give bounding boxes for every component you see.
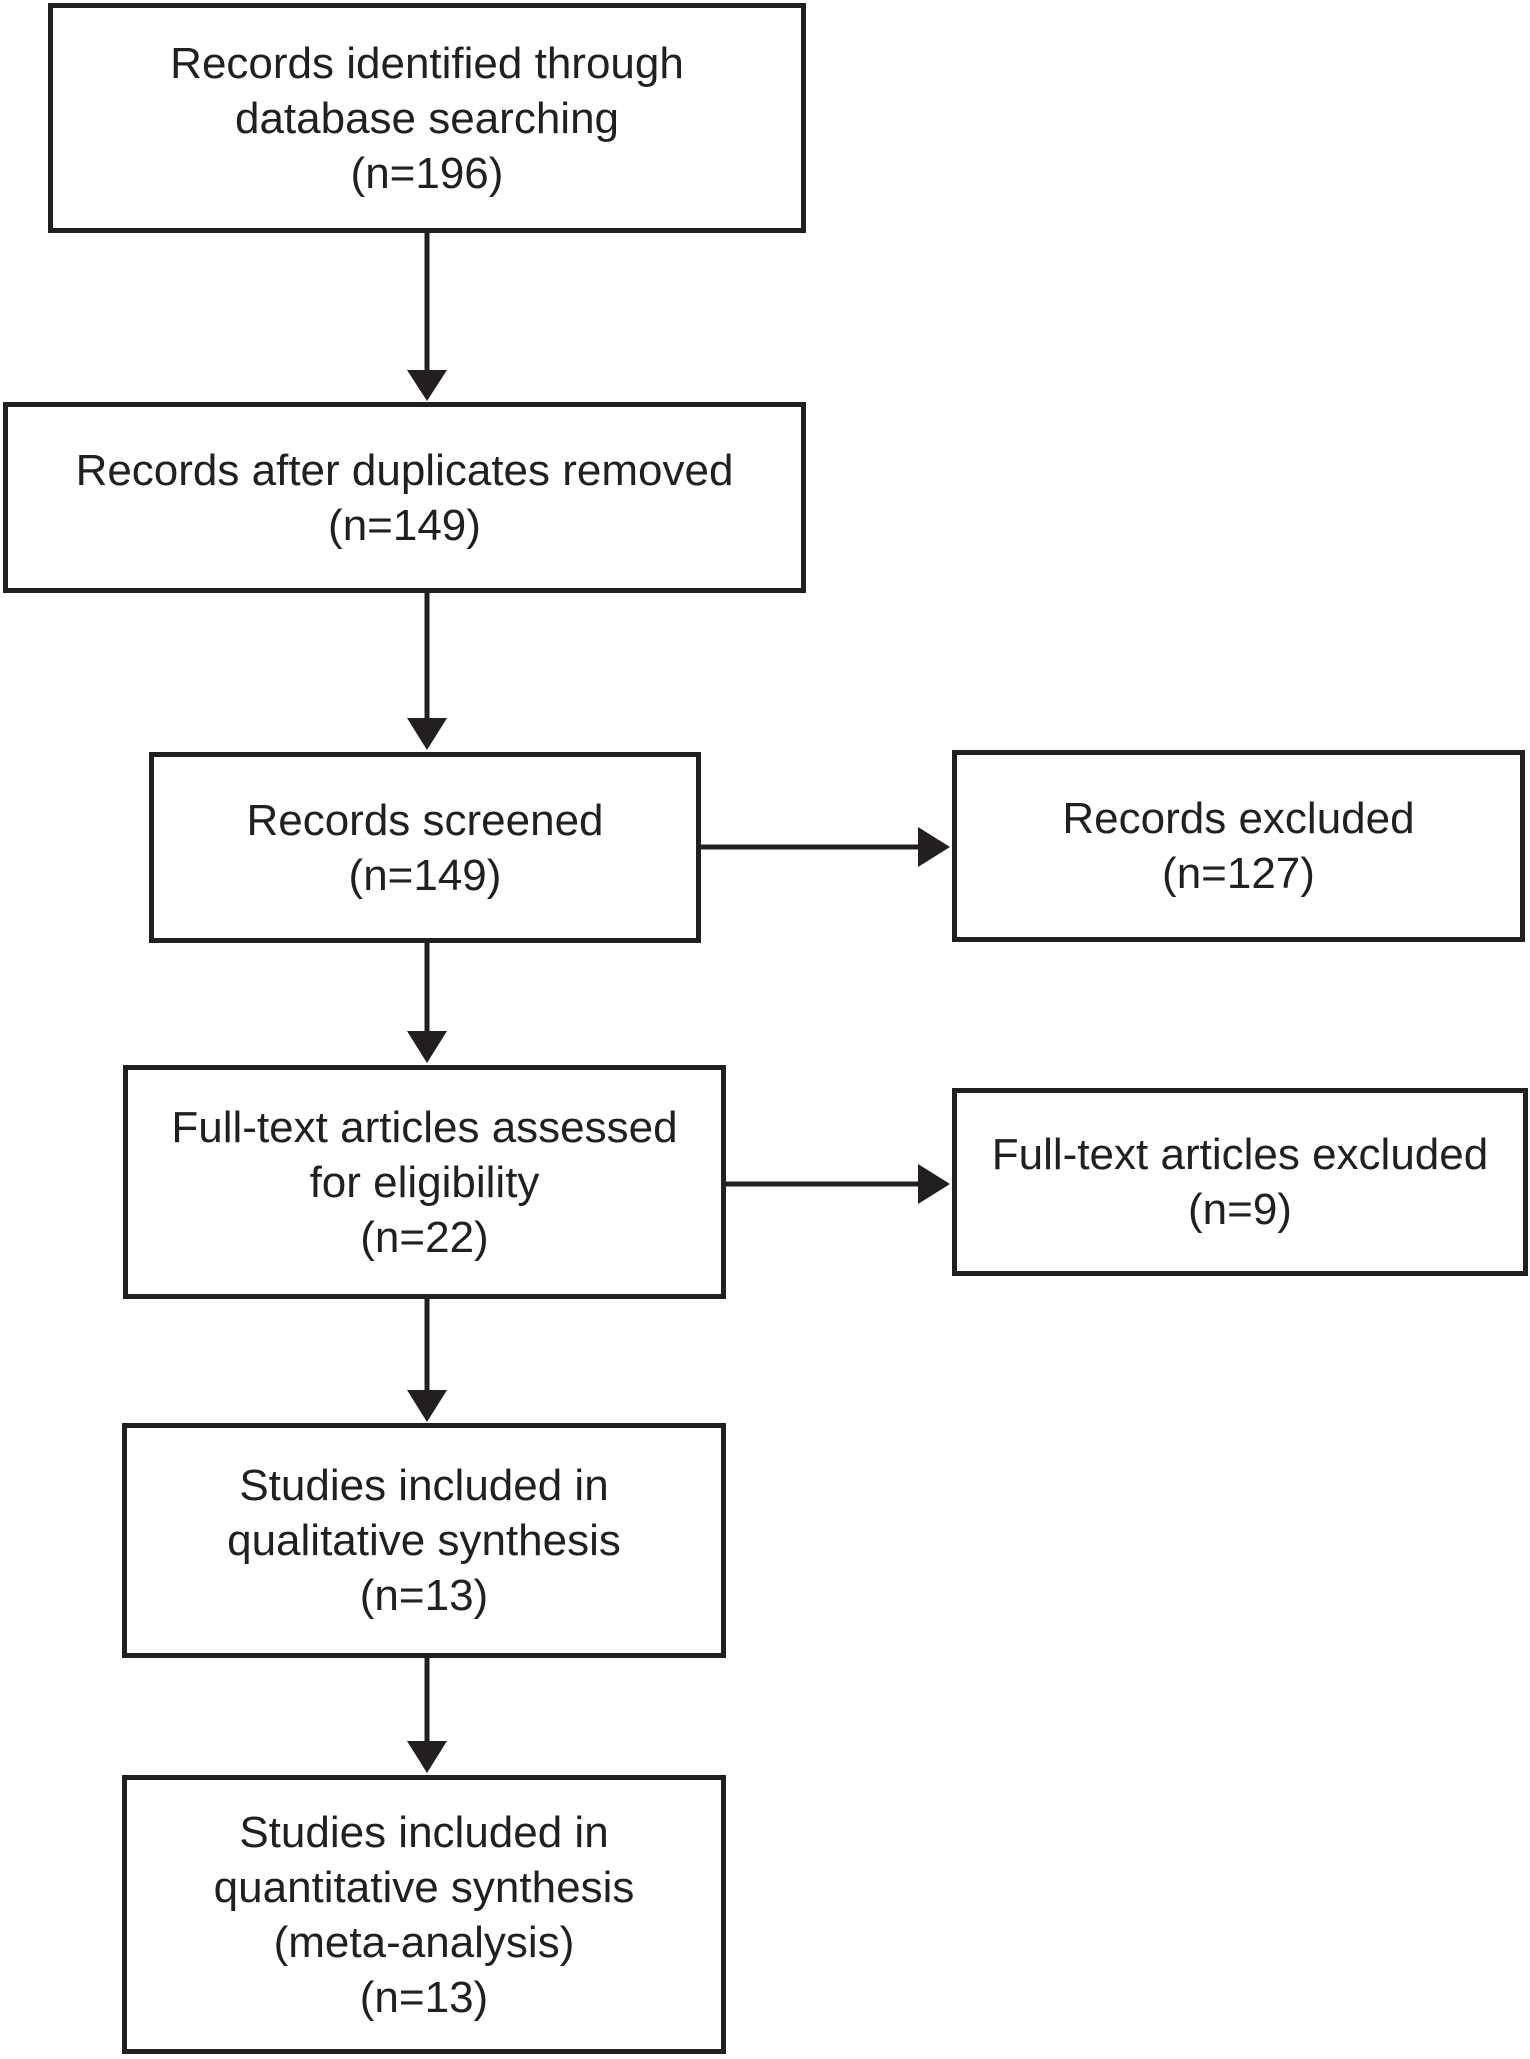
- box-text-line: database searching: [234, 93, 620, 143]
- box-text-line: Studies included in: [239, 1461, 609, 1510]
- arrow-screened-to-fulltext: [407, 942, 447, 1063]
- arrow-fulltext-to-qualitative: [407, 1299, 447, 1422]
- box-quantitative-synthesis: Studies included in quantitative synthes…: [122, 1775, 726, 2054]
- box-count-line: (n=13): [359, 1571, 489, 1620]
- box-text-line: Full-text articles excluded: [991, 1130, 1489, 1179]
- box-text-line: Records screened: [246, 795, 604, 845]
- box-text-line: quantitative synthesis: [213, 1862, 635, 1912]
- arrow-qualitative-to-quantitative: [407, 1657, 447, 1773]
- box-text-line: Full-text articles assessed: [171, 1102, 678, 1152]
- box-records-excluded: Records excluded (n=127): [952, 750, 1525, 942]
- box-qualitative-synthesis: Studies included in qualitative synthesi…: [122, 1423, 726, 1658]
- box-count-line: (n=149): [348, 850, 502, 900]
- box-text-line: (meta-analysis): [273, 1917, 575, 1967]
- arrow-fulltext-to-fulltext-excluded: [726, 1164, 950, 1204]
- box-count-line: (n=9): [1188, 1185, 1292, 1234]
- box-count-line: (n=196): [350, 148, 504, 198]
- box-count-line: (n=127): [1162, 849, 1315, 898]
- box-records-after-duplicates: Records after duplicates removed (n=149): [3, 402, 806, 593]
- box-records-identified: Records identified through database sear…: [48, 3, 806, 233]
- box-text-line: Records identified through: [170, 38, 684, 88]
- box-records-screened: Records screened (n=149): [149, 752, 701, 943]
- box-count-line: (n=149): [328, 500, 481, 550]
- box-count-line: (n=22): [360, 1212, 489, 1262]
- box-text-line: Studies included in: [239, 1807, 609, 1857]
- box-text-line: qualitative synthesis: [227, 1516, 621, 1565]
- box-fulltext-excluded: Full-text articles excluded (n=9): [952, 1088, 1528, 1276]
- box-fulltext-assessed: Full-text articles assessed for eligibil…: [123, 1065, 726, 1299]
- arrow-screened-to-excluded: [701, 827, 950, 867]
- arrow-duplicates-to-screened: [407, 592, 447, 750]
- box-text-line: Records after duplicates removed: [75, 445, 734, 495]
- arrow-identified-to-duplicates: [407, 233, 447, 401]
- box-text-line: for eligibility: [309, 1157, 540, 1207]
- box-count-line: (n=13): [359, 1972, 489, 2022]
- box-text-line: Records excluded: [1062, 794, 1415, 843]
